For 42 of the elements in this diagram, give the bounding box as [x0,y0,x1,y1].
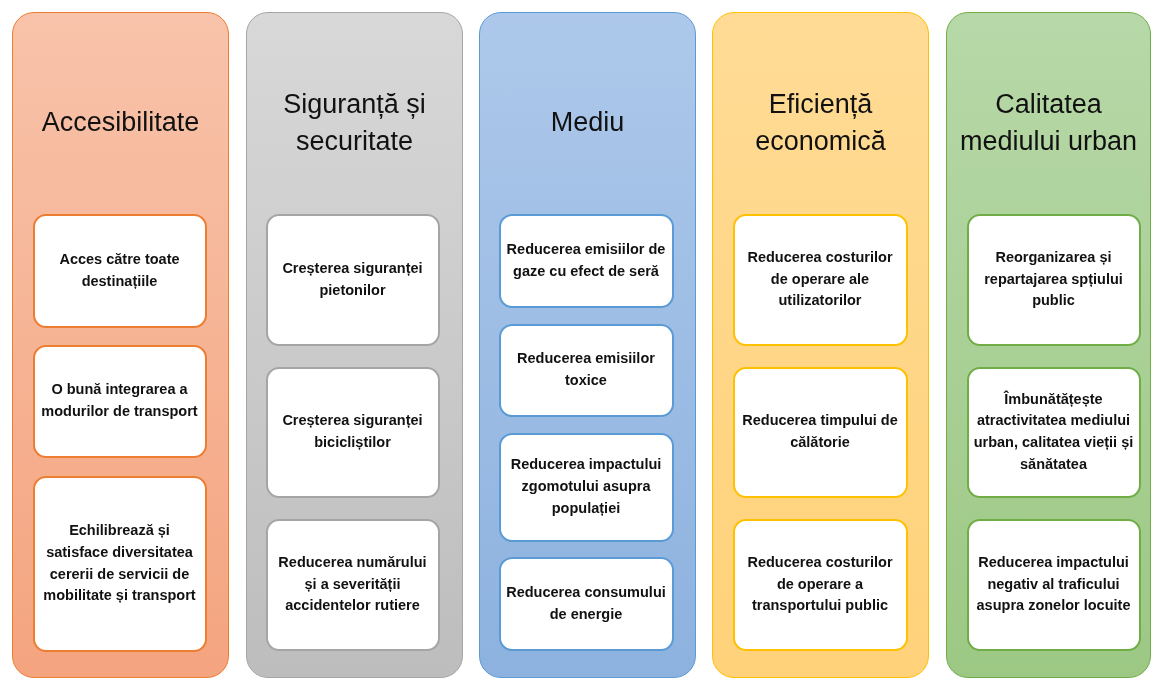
goal-box [966,366,1141,498]
category-panel [479,12,696,678]
category-title: Eficiență economică [754,87,887,158]
category-panel [712,12,929,678]
category-title: Mediu [550,106,625,140]
category-panel [946,12,1151,678]
goal-text: Reducerea costurilor de operare ale utilizatorilor [746,247,894,311]
goal-box [265,518,440,651]
goal-box [265,366,440,498]
goal-box [732,518,908,651]
goal-text: Creșterea siguranței bicicliștilor [281,411,424,452]
goal-box [265,213,440,346]
goal-box [732,213,908,346]
goal-box [498,432,674,542]
goal-text: O bună integrarea a modurilor de transport [40,380,199,421]
goal-text: Reducerea costurilor de operare a transportului public [746,552,894,616]
category-title: Siguranță și securitate [282,87,427,158]
goal-text: Reducerea consumului de energie [505,582,667,624]
goal-box [966,518,1141,651]
goal-text: Reducerea numărului și a severității accidentelor rutiere [277,552,428,616]
category-panel [246,12,463,678]
goal-box [32,475,207,652]
goal-text: Creșterea siguranței pietonilor [281,258,424,300]
category-title: Accesibilitate [41,106,200,140]
goal-box [966,213,1141,346]
goal-text: Acces către toate destinațiile [58,249,181,291]
goal-box [498,556,674,651]
goal-box [32,213,207,328]
goal-box [498,213,674,308]
goal-box [498,323,674,417]
category-panel [12,12,229,678]
goal-text: Reducerea timpului de călătorie [741,411,899,452]
goal-text: Reducerea emisiilor de gaze cu efect de seră [505,239,667,281]
category-title: Calitatea mediului urban [958,87,1139,158]
goal-box [732,366,908,498]
goal-text: Reducerea emisiilor toxice [516,349,656,390]
goal-box [32,344,207,458]
goal-text: Reducerea impactului zgomotului asupra populației [509,455,663,518]
goal-text: Îmbunătățește atractivitatea mediului urban, calitatea vieții și sănătatea [973,389,1134,474]
goal-text: Echilibrează și satisface diversitatea cererii de servicii de mobilitate și transport [42,521,197,606]
goal-text: Reorganizarea și repartajarea spțiului public [983,247,1124,311]
goal-text: Reducerea impactului negativ al traficului asupra zonelor locuite [975,552,1132,616]
